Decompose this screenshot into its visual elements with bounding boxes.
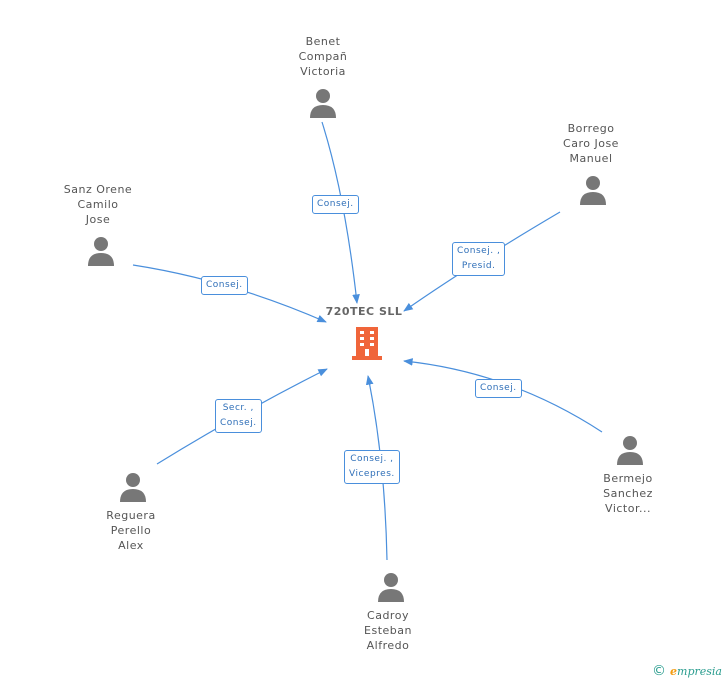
role-line: Presid. [461, 261, 496, 271]
role-label-bermejo[interactable]: Consej. [475, 379, 522, 398]
role-label-borrego[interactable]: Consej. , Presid. [452, 242, 506, 276]
company-name[interactable]: 720TEC SLL [325, 305, 403, 318]
name-line: Caro Jose [563, 137, 619, 150]
name-line: Borrego [567, 122, 615, 135]
name-line: Camilo [77, 198, 119, 211]
copyright-icon: © [652, 663, 667, 679]
person-icon[interactable] [86, 236, 116, 266]
person-name-bermejo[interactable]: Bermejo Sanchez Victor... [573, 471, 683, 516]
role-label-cadroy[interactable]: Consej. , Vicepres. [344, 450, 400, 484]
role-line: Consej. , [350, 454, 394, 464]
person-name-cadroy[interactable]: Cadroy Esteban Alfredo [333, 608, 443, 653]
role-label-reguera[interactable]: Secr. , Consej. [215, 399, 262, 433]
name-line: Bermejo [603, 472, 653, 485]
role-line: Consej. , [457, 246, 501, 256]
name-line: Jose [85, 213, 111, 226]
role-line: Consej. [317, 199, 354, 209]
role-line: Consej. [220, 418, 257, 428]
brand-logo-text: mpresia [677, 665, 722, 678]
person-name-borrego[interactable]: Borrego Caro Jose Manuel [536, 121, 646, 166]
name-line: Sanchez [603, 487, 653, 500]
role-line: Consej. [206, 280, 243, 290]
person-icon[interactable] [118, 472, 148, 502]
name-line: Alfredo [366, 639, 410, 652]
name-line: Manuel [569, 152, 613, 165]
role-line: Vicepres. [349, 469, 395, 479]
name-line: Cadroy [367, 609, 409, 622]
building-icon[interactable] [350, 325, 384, 361]
role-line: Consej. [480, 383, 517, 393]
person-name-benet[interactable]: Benet Compañ Victoria [268, 34, 378, 79]
role-label-sanz[interactable]: Consej. [201, 276, 248, 295]
name-line: Sanz Orene [63, 183, 133, 196]
person-name-reguera[interactable]: Reguera Perello Alex [76, 508, 186, 553]
name-line: Victor... [605, 502, 651, 515]
brand-logo-e: e [670, 665, 678, 678]
name-line: Perello [110, 524, 152, 537]
name-line: Esteban [364, 624, 412, 637]
footer-brand[interactable]: ©empresia [652, 663, 722, 679]
person-icon[interactable] [615, 435, 645, 465]
role-label-benet[interactable]: Consej. [312, 195, 359, 214]
role-line: Secr. , [222, 403, 254, 413]
person-icon[interactable] [376, 572, 406, 602]
person-name-sanz[interactable]: Sanz Orene Camilo Jose [43, 182, 153, 227]
name-line: Alex [118, 539, 144, 552]
person-icon[interactable] [578, 175, 608, 205]
name-line: Reguera [106, 509, 156, 522]
name-line: Compañ [298, 50, 348, 63]
name-line: Benet [305, 35, 341, 48]
name-line: Victoria [300, 65, 346, 78]
person-icon[interactable] [308, 88, 338, 118]
